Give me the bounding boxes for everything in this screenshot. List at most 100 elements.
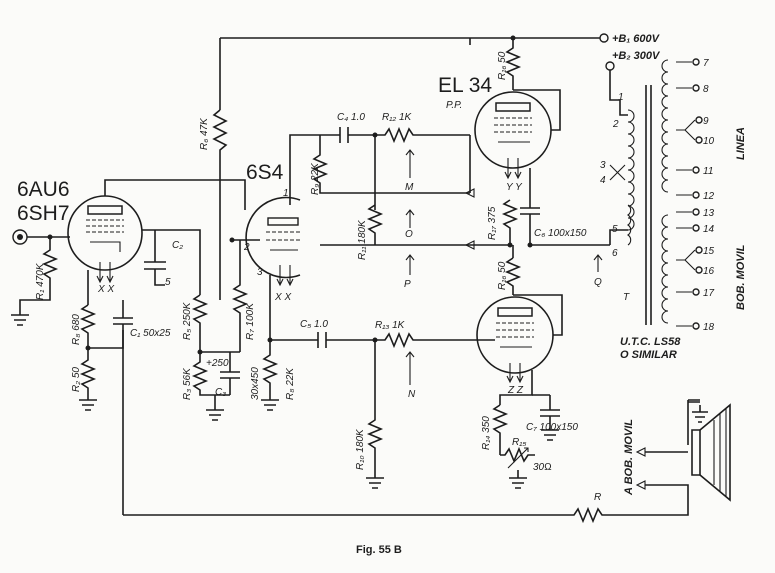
r3-label: R₃ 56K bbox=[182, 367, 193, 400]
resistor-r12: R₁₂ 1K bbox=[375, 112, 470, 144]
r8-label: R₈ 22K bbox=[285, 367, 296, 400]
r16a-label: R₁₆ 50 bbox=[497, 51, 508, 80]
tap-6: 6 bbox=[612, 248, 618, 259]
v2-pin2: 2 bbox=[243, 242, 250, 253]
resistor-r16a: R₁₆ 50 bbox=[497, 38, 522, 90]
v2-pin3: 3 bbox=[257, 267, 263, 278]
resistor-r6: R₆ 47K bbox=[199, 109, 228, 300]
linea-label: LINEA bbox=[735, 127, 747, 160]
resistor-r13: R₁₃ 1K bbox=[375, 320, 475, 349]
c3-label: C₃ bbox=[215, 387, 226, 398]
plus-250: +250 bbox=[206, 358, 229, 369]
v2-heater-xx: X X bbox=[274, 292, 291, 303]
marker-t: T bbox=[623, 292, 630, 303]
tap-16: 16 bbox=[703, 266, 715, 277]
r15-label: R₁₅ bbox=[512, 437, 526, 448]
r13-label: R₁₃ 1K bbox=[375, 320, 406, 331]
v3-name: EL 34 bbox=[438, 74, 492, 97]
speaker-label: A BOB. MOVIL bbox=[623, 419, 635, 496]
c5-label: C₅ 1.0 bbox=[300, 319, 328, 330]
tap-18: 18 bbox=[703, 322, 715, 333]
feedback-resistor-r: R bbox=[123, 492, 610, 524]
v1-heater-xx: X X bbox=[97, 284, 114, 295]
c3-value: 30x450 bbox=[250, 367, 261, 400]
resistor-r10: R₁₀ 180K bbox=[355, 340, 384, 489]
capacitor-c7: C₇ 100x150 bbox=[526, 395, 578, 441]
r6-label: R₆ 47K bbox=[199, 117, 210, 150]
v3-heater-yy: Y Y bbox=[506, 182, 523, 193]
r8b-label: R₈ 680 bbox=[71, 314, 82, 345]
utc-label: U.T.C. LS58 bbox=[620, 336, 681, 348]
v1-name-2: 6SH7 bbox=[17, 202, 70, 225]
resistor-r8: R₈ 22K bbox=[261, 340, 296, 411]
tap-7: 7 bbox=[703, 58, 709, 69]
resistor-r7: R₇ 100K bbox=[231, 240, 256, 352]
r16b-label: R₁₆ 50 bbox=[497, 261, 508, 290]
b-plus-rail: +B₁ 600V +B₂ 300V bbox=[219, 33, 661, 110]
r9-label: R₉ 22K bbox=[310, 162, 321, 195]
tap-8: 8 bbox=[703, 84, 709, 95]
resistor-r1: R₁ 470K bbox=[11, 237, 59, 326]
resistor-r15: R₁₅ 30Ω bbox=[500, 437, 552, 489]
marker-5: 5 bbox=[165, 277, 171, 288]
resistor-r8b: R₈ 680 bbox=[71, 304, 97, 348]
r1-label: R₁ 470K bbox=[35, 262, 46, 300]
r2-label: R₂ 50 bbox=[71, 367, 82, 392]
tap-14: 14 bbox=[703, 224, 715, 235]
r11-label: R₁₁ 180K bbox=[357, 219, 368, 260]
marker-o: O bbox=[405, 229, 413, 240]
c7-label: C₇ 100x150 bbox=[526, 422, 578, 433]
tube-v2 bbox=[245, 196, 301, 279]
tap-1: 1 bbox=[618, 92, 624, 103]
figure-caption: Fig. 55 B bbox=[356, 544, 402, 556]
resistor-r2: R₂ 50 bbox=[71, 348, 97, 411]
tap-17: 17 bbox=[703, 288, 715, 299]
resistor-r9: R₉ 22K bbox=[310, 135, 470, 195]
c2-label: C₂ bbox=[172, 240, 183, 251]
v4-heater-zz: Z Z bbox=[507, 385, 524, 396]
r-feedback-label: R bbox=[594, 492, 601, 503]
r5-label: R₅ 250K bbox=[182, 301, 193, 340]
tap-3: 3 bbox=[600, 160, 606, 171]
resistor-r11: R₁₁ 180K bbox=[357, 204, 384, 260]
tube-v3 bbox=[474, 89, 561, 169]
r14-label: R₁₄ 350 bbox=[481, 416, 492, 450]
r10-label: R₁₀ 180K bbox=[355, 428, 366, 470]
r15-value: 30Ω bbox=[533, 462, 552, 473]
tube-v1 bbox=[67, 179, 246, 271]
tap-12: 12 bbox=[703, 191, 715, 202]
capacitor-c5: C₅ 1.0 bbox=[300, 319, 375, 348]
bob-movil-label: BOB. MOVIL bbox=[735, 244, 747, 310]
v1-name-1: 6AU6 bbox=[17, 178, 70, 201]
capacitor-c1: C₁ 50x25 bbox=[113, 300, 171, 515]
c6-label: C₆ 100x150 bbox=[534, 228, 587, 239]
c1-label: C₁ 50x25 bbox=[130, 328, 171, 339]
tap-9: 9 bbox=[703, 116, 709, 127]
v2-pin1: 1 bbox=[283, 188, 289, 199]
capacitor-c4: C₄ 1.0 bbox=[337, 112, 375, 143]
marker-p: P bbox=[404, 279, 411, 290]
resistor-r5: R₅ 250K bbox=[182, 294, 209, 352]
output-transformer: 1 2 3 4 5 6 7 8 9 10 11 12 13 14 15 bbox=[600, 58, 747, 361]
r12-label: R₁₂ 1K bbox=[382, 112, 413, 123]
tap-15: 15 bbox=[703, 246, 715, 257]
tap-11: 11 bbox=[703, 166, 713, 177]
r17-label: R₁₇ 375 bbox=[487, 206, 498, 240]
resistor-r3: R₃ 56K bbox=[182, 352, 230, 400]
tap-2: 2 bbox=[612, 119, 619, 130]
marker-m: M bbox=[405, 182, 414, 193]
marker-q: Q bbox=[594, 277, 602, 288]
v3-sub: P.P. bbox=[446, 100, 462, 111]
resistor-r17: R₁₇ 375 bbox=[487, 199, 519, 245]
similar-label: O SIMILAR bbox=[620, 349, 677, 361]
marker-n: N bbox=[408, 389, 416, 400]
b2-label: +B₂ 300V bbox=[612, 50, 661, 62]
tube-v4 bbox=[476, 294, 563, 374]
r7-label: R₇ 100K bbox=[245, 302, 256, 340]
loudspeaker bbox=[687, 399, 731, 502]
resistor-r16b: R₁₆ 50 bbox=[497, 257, 522, 295]
v2-name: 6S4 bbox=[246, 161, 284, 184]
resistor-r14: R₁₄ 350 bbox=[481, 404, 509, 455]
tap-10: 10 bbox=[703, 136, 715, 147]
